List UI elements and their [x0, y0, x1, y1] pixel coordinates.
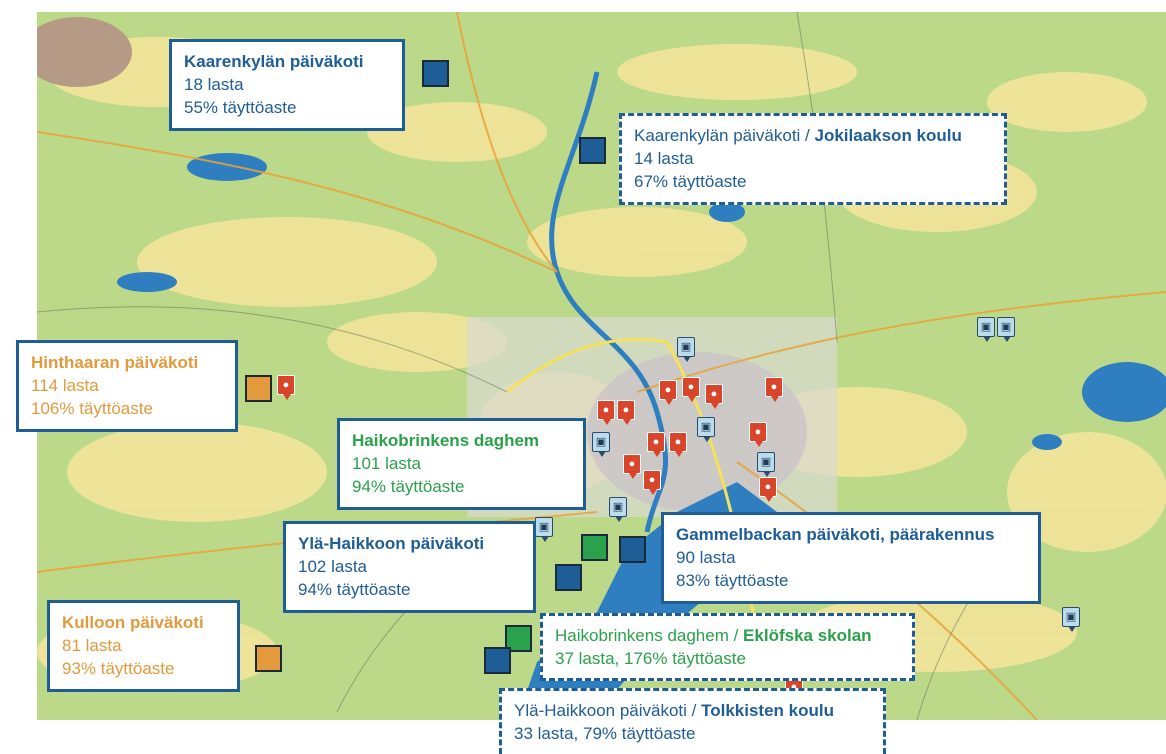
callout-summary: 37 lasta, 176% täyttöaste: [555, 649, 746, 668]
teacher-icon[interactable]: ▣: [609, 497, 627, 522]
callout-title: Haikobrinkens daghem: [352, 431, 540, 450]
callout-kaarenkyla[interactable]: Kaarenkylän päiväkoti 18 lasta 55% täytt…: [169, 39, 405, 131]
people-icon[interactable]: ●: [643, 470, 661, 495]
location-marker-hinthaara[interactable]: [245, 375, 272, 402]
location-marker-gammelbacka[interactable]: [619, 536, 646, 563]
teacher-icon[interactable]: ▣: [997, 317, 1015, 342]
people-icon[interactable]: ●: [749, 422, 767, 447]
callout-title: Kaarenkylän päiväkoti: [184, 52, 364, 71]
callout-yla-haikko-tolkkinen[interactable]: Ylä-Haikkoon päiväkoti / Tolkkisten koul…: [499, 688, 886, 754]
location-marker-haikobrinken[interactable]: [581, 534, 608, 561]
callout-children-count: 14 lasta: [634, 149, 694, 168]
callout-title-school: Jokilaakson koulu: [814, 126, 962, 145]
callout-occupancy: 94% täyttöaste: [352, 477, 465, 496]
teacher-icon[interactable]: ▣: [677, 337, 695, 362]
callout-title: Gammelbackan päiväkoti, päärakennus: [676, 525, 995, 544]
location-marker-kulloo[interactable]: [255, 645, 282, 672]
callout-occupancy: 93% täyttöaste: [62, 659, 175, 678]
callout-title: Hinthaaran päiväkoti: [31, 353, 199, 372]
callout-haikobrinken[interactable]: Haikobrinkens daghem 101 lasta 94% täytt…: [337, 418, 586, 510]
callout-kulloo[interactable]: Kulloon päiväkoti 81 lasta 93% täyttöast…: [47, 600, 240, 692]
callout-children-count: 81 lasta: [62, 636, 122, 655]
people-icon[interactable]: ●: [659, 380, 677, 405]
teacher-icon[interactable]: ▣: [1062, 607, 1080, 632]
callout-title-main: Haikobrinkens daghem /: [555, 626, 744, 645]
callout-title-main: Ylä-Haikkoon päiväkoti /: [514, 701, 702, 720]
people-icon[interactable]: ●: [597, 400, 615, 425]
people-icon[interactable]: ●: [277, 375, 295, 400]
callout-summary: 33 lasta, 79% täyttöaste: [514, 724, 696, 743]
people-icon[interactable]: ●: [682, 377, 700, 402]
callout-occupancy: 106% täyttöaste: [31, 399, 153, 418]
callout-title: Kulloon päiväkoti: [62, 613, 204, 632]
callout-children-count: 101 lasta: [352, 454, 421, 473]
callout-title: Ylä-Haikkoon päiväkoti: [298, 534, 485, 553]
teacher-icon[interactable]: ▣: [757, 452, 775, 477]
callout-kaarenkyla-jokilaakso[interactable]: Kaarenkylän päiväkoti / Jokilaakson koul…: [619, 113, 1007, 205]
callout-title: Kaarenkylän päiväkoti / Jokilaakson koul…: [634, 124, 992, 147]
callout-occupancy: 94% täyttöaste: [298, 580, 411, 599]
people-icon[interactable]: ●: [759, 477, 777, 502]
callout-title-main: Kaarenkylän päiväkoti /: [634, 126, 815, 145]
teacher-icon[interactable]: ▣: [977, 317, 995, 342]
people-icon[interactable]: ●: [617, 400, 635, 425]
callout-occupancy: 55% täyttöaste: [184, 98, 297, 117]
people-icon[interactable]: ●: [765, 377, 783, 402]
location-marker-yla-haikko-tolkkinen[interactable]: [484, 647, 511, 674]
people-icon[interactable]: ●: [647, 432, 665, 457]
callout-title-school: Eklöfska skolan: [743, 626, 872, 645]
callout-children-count: 90 lasta: [676, 548, 736, 567]
callout-title: Ylä-Haikkoon päiväkoti / Tolkkisten koul…: [514, 699, 871, 722]
callout-children-count: 102 lasta: [298, 557, 367, 576]
location-marker-yla-haikko[interactable]: [555, 564, 582, 591]
location-marker-kaarenkyla[interactable]: [422, 60, 449, 87]
people-icon[interactable]: ●: [623, 454, 641, 479]
callout-haikobrinken-eklof[interactable]: Haikobrinkens daghem / Eklöfska skolan 3…: [540, 613, 915, 681]
teacher-icon[interactable]: ▣: [535, 517, 553, 542]
teacher-icon[interactable]: ▣: [592, 432, 610, 457]
callout-hinthaara[interactable]: Hinthaaran päiväkoti 114 lasta 106% täyt…: [16, 340, 238, 432]
callout-occupancy: 83% täyttöaste: [676, 571, 789, 590]
callout-yla-haikko[interactable]: Ylä-Haikkoon päiväkoti 102 lasta 94% täy…: [283, 521, 536, 613]
location-marker-kaarenkyla-jokilaakso[interactable]: [579, 137, 606, 164]
callout-occupancy: 67% täyttöaste: [634, 172, 747, 191]
teacher-icon[interactable]: ▣: [697, 417, 715, 442]
callout-gammelbacka[interactable]: Gammelbackan päiväkoti, päärakennus 90 l…: [661, 512, 1041, 604]
callout-title-school: Tolkkisten koulu: [701, 701, 834, 720]
people-icon[interactable]: ●: [669, 432, 687, 457]
people-icon[interactable]: ●: [705, 384, 723, 409]
callout-children-count: 18 lasta: [184, 75, 244, 94]
callout-children-count: 114 lasta: [31, 376, 99, 395]
callout-title: Haikobrinkens daghem / Eklöfska skolan: [555, 624, 900, 647]
